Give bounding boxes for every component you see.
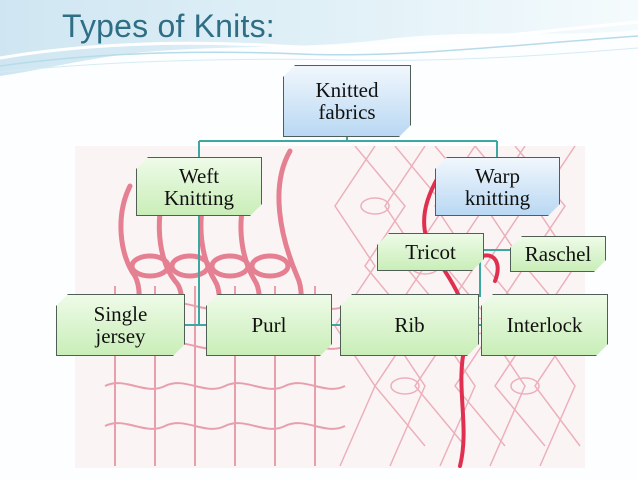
node-weft-knitting-line2: Knitting <box>163 185 234 210</box>
node-rib-label: Rib <box>394 313 425 337</box>
node-single-jersey: Single jersey <box>56 294 185 356</box>
header-wave-decoration <box>0 0 638 76</box>
node-interlock-label: Interlock <box>506 313 583 337</box>
node-knitted-fabrics-line1: Knitted <box>315 78 379 102</box>
node-knitted-fabrics-line2: fabrics <box>318 100 376 124</box>
node-warp-knitting-line2: knitting <box>464 185 531 210</box>
node-tricot-label: Tricot <box>405 240 456 264</box>
node-rib: Rib <box>340 294 479 356</box>
node-single-jersey-line2: jersey <box>95 324 146 348</box>
node-knitted-fabrics: Knitted fabrics <box>283 65 411 137</box>
node-raschel: Raschel <box>510 236 606 272</box>
node-single-jersey-line1: Single <box>93 302 148 326</box>
node-tricot: Tricot <box>377 233 484 271</box>
node-weft-knitting: Weft Knitting <box>136 157 262 216</box>
node-warp-knitting: Warp knitting <box>435 157 560 216</box>
slide-title: Types of Knits: <box>62 8 275 44</box>
node-purl: Purl <box>206 294 332 356</box>
node-interlock: Interlock <box>481 294 608 356</box>
node-purl-label: Purl <box>251 313 287 337</box>
node-raschel-label: Raschel <box>524 242 592 266</box>
node-warp-knitting-line1: Warp <box>475 163 520 188</box>
node-weft-knitting-line1: Weft <box>178 163 220 188</box>
